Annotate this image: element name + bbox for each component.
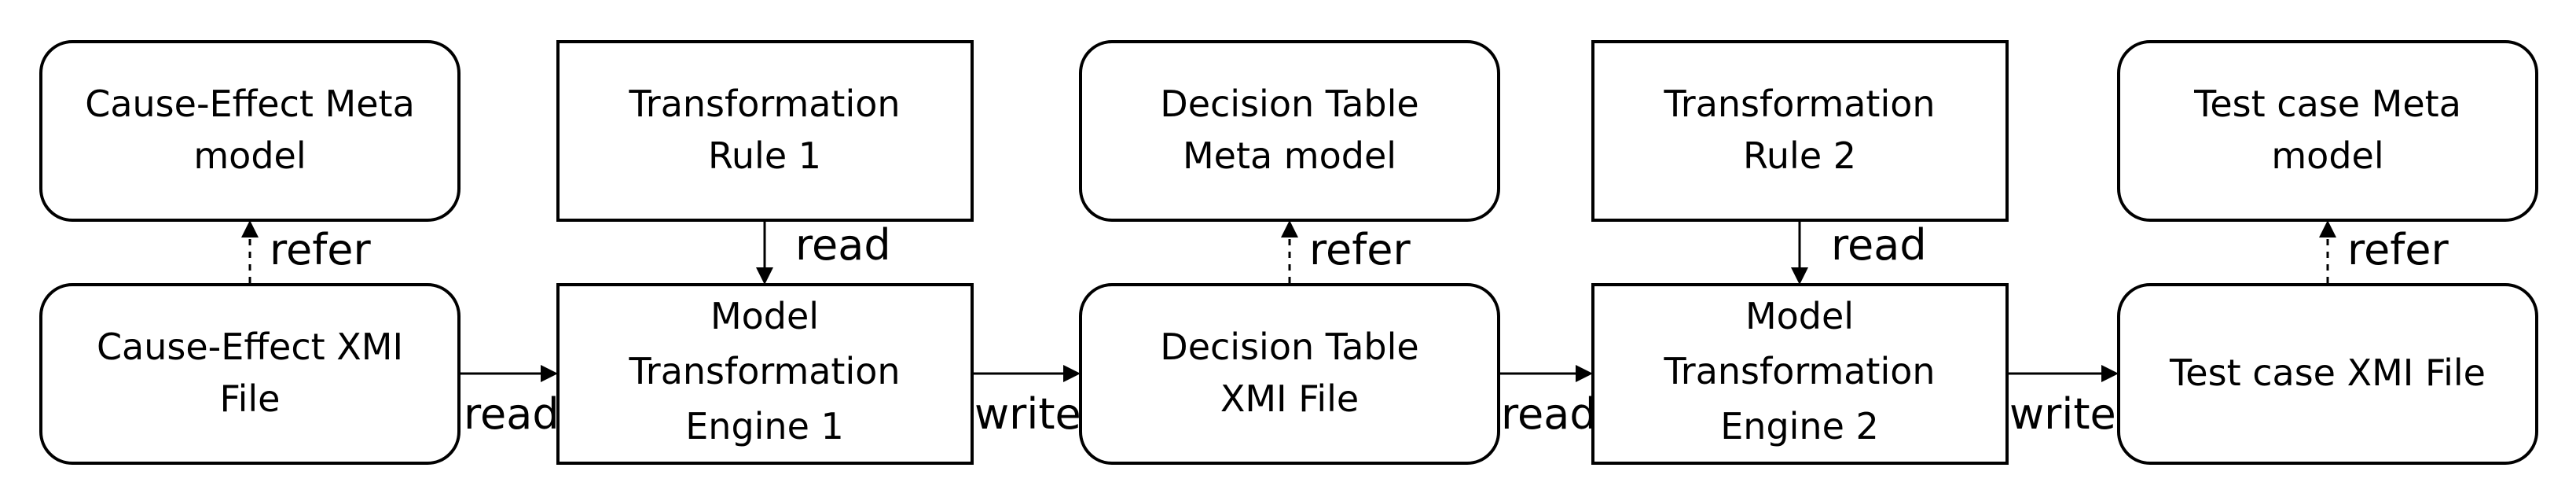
transformation-rule-2-line-1: Transformation (1663, 83, 1935, 125)
read-arrow-dt-to-engine-2 (1499, 365, 1593, 382)
engine-1-line-2: Transformation (628, 350, 900, 392)
decision-table-meta-model-line-1: Decision Table (1160, 83, 1418, 125)
cause-effect-meta-model-node: Cause-Effect Meta model (39, 40, 461, 222)
transformation-rule-1-node: Transformation Rule 1 (556, 40, 974, 222)
write-arrow-engine-1-to-dt (972, 365, 1081, 382)
transformation-rule-1-line-2: Rule 1 (708, 134, 821, 177)
decision-table-xmi-file-line-1: Decision Table (1160, 326, 1418, 368)
refer-label-decision-table: refer (1309, 225, 1411, 274)
read-arrow-rule-1 (756, 220, 773, 285)
arrowhead-down-icon (1791, 267, 1808, 285)
decision-table-xmi-file-node: Decision Table XMI File (1079, 283, 1500, 465)
arrowhead-right-icon (1576, 365, 1593, 382)
arrowhead-down-icon (756, 267, 773, 285)
cause-effect-xmi-file-line-1: Cause-Effect XMI (97, 326, 403, 368)
transformation-rule-2-node: Transformation Rule 2 (1591, 40, 2009, 222)
arrowhead-up-icon (2319, 220, 2336, 237)
read-label-dt-to-engine-2: read (1501, 389, 1597, 439)
read-arrow-rule-2 (1791, 220, 1808, 285)
refer-label-cause-effect: refer (270, 225, 371, 274)
arrowhead-right-icon (1063, 365, 1081, 382)
engine-1-line-1: Model (710, 295, 819, 337)
refer-arrow-decision-table (1281, 220, 1298, 283)
arrowhead-up-icon (241, 220, 259, 237)
refer-arrow-test-case (2319, 220, 2336, 283)
read-label-ce-to-engine-1: read (464, 389, 560, 439)
cause-effect-meta-model-line-2: model (193, 134, 306, 177)
read-arrow-ce-to-engine-1 (459, 365, 558, 382)
refer-arrow-cause-effect (241, 220, 259, 283)
arrowhead-up-icon (1281, 220, 1298, 237)
read-label-rule-2: read (1831, 220, 1927, 270)
refer-label-test-case: refer (2347, 225, 2449, 274)
arrowhead-right-icon (541, 365, 558, 382)
test-case-xmi-file-line-1: Test case XMI File (2169, 352, 2486, 394)
decision-table-meta-model-node: Decision Table Meta model (1079, 40, 1500, 222)
model-transformation-engine-2-node: Model Transformation Engine 2 (1591, 283, 2009, 465)
engine-2-line-3: Engine 2 (1720, 405, 1879, 447)
arrowhead-right-icon (2101, 365, 2119, 382)
write-label-engine-2-to-tc: write (2009, 389, 2116, 439)
cause-effect-meta-model-line-1: Cause-Effect Meta (85, 83, 415, 125)
transformation-rule-1-line-1: Transformation (628, 83, 900, 125)
test-case-xmi-file-node: Test case XMI File (2117, 283, 2538, 465)
transformation-rule-2-line-2: Rule 2 (1743, 134, 1856, 177)
engine-2-line-1: Model (1745, 295, 1854, 337)
test-case-meta-model-line-2: model (2271, 134, 2383, 177)
engine-1-line-3: Engine 1 (685, 405, 844, 447)
decision-table-xmi-file-line-2: XMI File (1220, 377, 1359, 420)
test-case-meta-model-line-1: Test case Meta (2193, 83, 2461, 125)
write-label-engine-1-to-dt: write (974, 389, 1081, 439)
decision-table-meta-model-line-2: Meta model (1183, 134, 1396, 177)
model-transformation-engine-1-node: Model Transformation Engine 1 (556, 283, 974, 465)
write-arrow-engine-2-to-tc (2007, 365, 2119, 382)
cause-effect-xmi-file-line-2: File (220, 377, 281, 420)
test-case-meta-model-node: Test case Meta model (2117, 40, 2538, 222)
read-label-rule-1: read (795, 220, 891, 270)
engine-2-line-2: Transformation (1663, 350, 1935, 392)
cause-effect-xmi-file-node: Cause-Effect XMI File (39, 283, 461, 465)
